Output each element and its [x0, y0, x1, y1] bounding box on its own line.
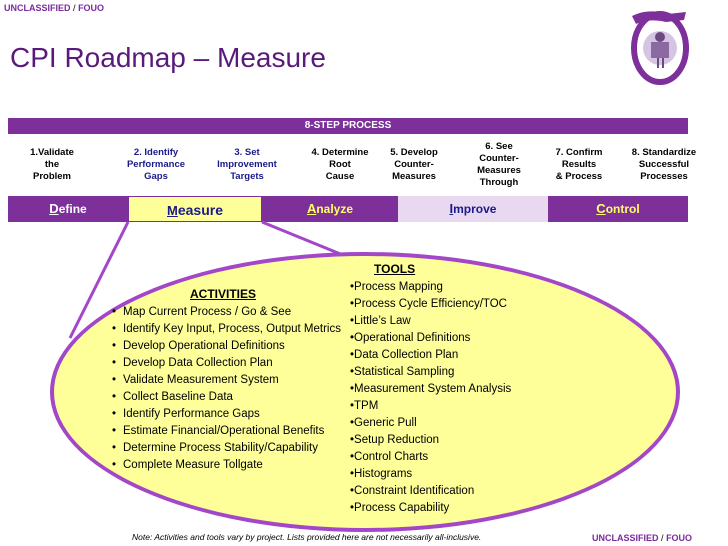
step-7: 7. Confirm Results & Process [555, 147, 603, 182]
list-item: Develop Operational Definitions [112, 338, 341, 355]
list-item: TPM [350, 398, 511, 415]
phase-rest: nalyze [316, 202, 354, 216]
steps-row: 1.Validate the Problem 2. Identify Perfo… [8, 136, 708, 194]
phase-rest: ontrol [605, 202, 640, 216]
list-item: Identify Key Input, Process, Output Metr… [112, 321, 341, 338]
step-3: 3. Set Improvement Targets [217, 147, 277, 182]
list-item: Determine Process Stability/Capability [112, 440, 341, 457]
phase-initial: A [306, 201, 317, 216]
phase-initial: I [449, 201, 454, 216]
classification-separator: / [661, 533, 664, 543]
phase-measure: Measure [128, 196, 262, 222]
phase-initial: C [596, 201, 606, 216]
process-banner: 8-STEP PROCESS [8, 118, 688, 134]
phase-rest: easure [177, 202, 223, 218]
activities-list: Map Current Process / Go & See Identify … [112, 304, 341, 474]
list-item: Data Collection Plan [350, 347, 511, 364]
step-5: 5. Develop Counter- Measures [390, 147, 438, 182]
classification-bottom: UNCLASSIFIED / FOUO [592, 533, 692, 543]
list-item: Estimate Financial/Operational Benefits [112, 423, 341, 440]
list-item: Map Current Process / Go & See [112, 304, 341, 321]
page-title: CPI Roadmap – Measure [10, 42, 326, 73]
list-item: Setup Reduction [350, 432, 511, 449]
classification-caveat: FOUO [666, 533, 693, 543]
list-item: Little’s Law [350, 313, 511, 330]
step-8: 8. Standardize Successful Processes [631, 147, 697, 182]
step-1: 1.Validate the Problem [30, 147, 74, 182]
activities-title: ACTIVITIES [190, 287, 257, 301]
phase-analyze: Analyze [262, 196, 398, 222]
list-item: Statistical Sampling [350, 364, 511, 381]
phase-rest: mprove [453, 202, 497, 216]
classification-separator: / [73, 3, 76, 13]
list-item: Identify Performance Gaps [112, 406, 341, 423]
list-item: Process Mapping [350, 279, 511, 296]
phase-define: Define [8, 196, 128, 222]
tools-title: TOOLS [374, 262, 416, 276]
phase-initial: D [49, 201, 59, 216]
phase-initial: M [167, 203, 178, 218]
dmaic-phase-bar: Define Measure Analyze Improve Control [8, 196, 688, 222]
list-item: Process Cycle Efficiency/TOC [350, 296, 511, 313]
list-item: Complete Measure Tollgate [112, 457, 341, 474]
step-4: 4. Determine Root Cause [311, 147, 369, 182]
list-item: Operational Definitions [350, 330, 511, 347]
list-item: Collect Baseline Data [112, 389, 341, 406]
classification-label: UNCLASSIFIED [4, 3, 71, 13]
list-item: Generic Pull [350, 415, 511, 432]
classification-top: UNCLASSIFIED / FOUO [4, 3, 104, 13]
step-6: 6. See Counter- Measures Through [477, 141, 521, 188]
list-item: Control Charts [350, 449, 511, 466]
list-item: Process Capability [350, 500, 511, 517]
step-2: 2. Identify Performance Gaps [126, 147, 186, 182]
classification-caveat: FOUO [78, 3, 105, 13]
list-item: Constraint Identification [350, 483, 511, 500]
phase-rest: efine [58, 202, 87, 216]
tools-list: Process Mapping Process Cycle Efficiency… [350, 279, 511, 517]
phase-improve: Improve [398, 196, 548, 222]
sigma-seal-icon [631, 11, 689, 85]
list-item: Measurement System Analysis [350, 381, 511, 398]
list-item: Develop Data Collection Plan [112, 355, 341, 372]
footnote: Note: Activities and tools vary by proje… [132, 532, 482, 542]
phase-control: Control [548, 196, 688, 222]
classification-label: UNCLASSIFIED [592, 533, 659, 543]
list-item: Histograms [350, 466, 511, 483]
list-item: Validate Measurement System [112, 372, 341, 389]
